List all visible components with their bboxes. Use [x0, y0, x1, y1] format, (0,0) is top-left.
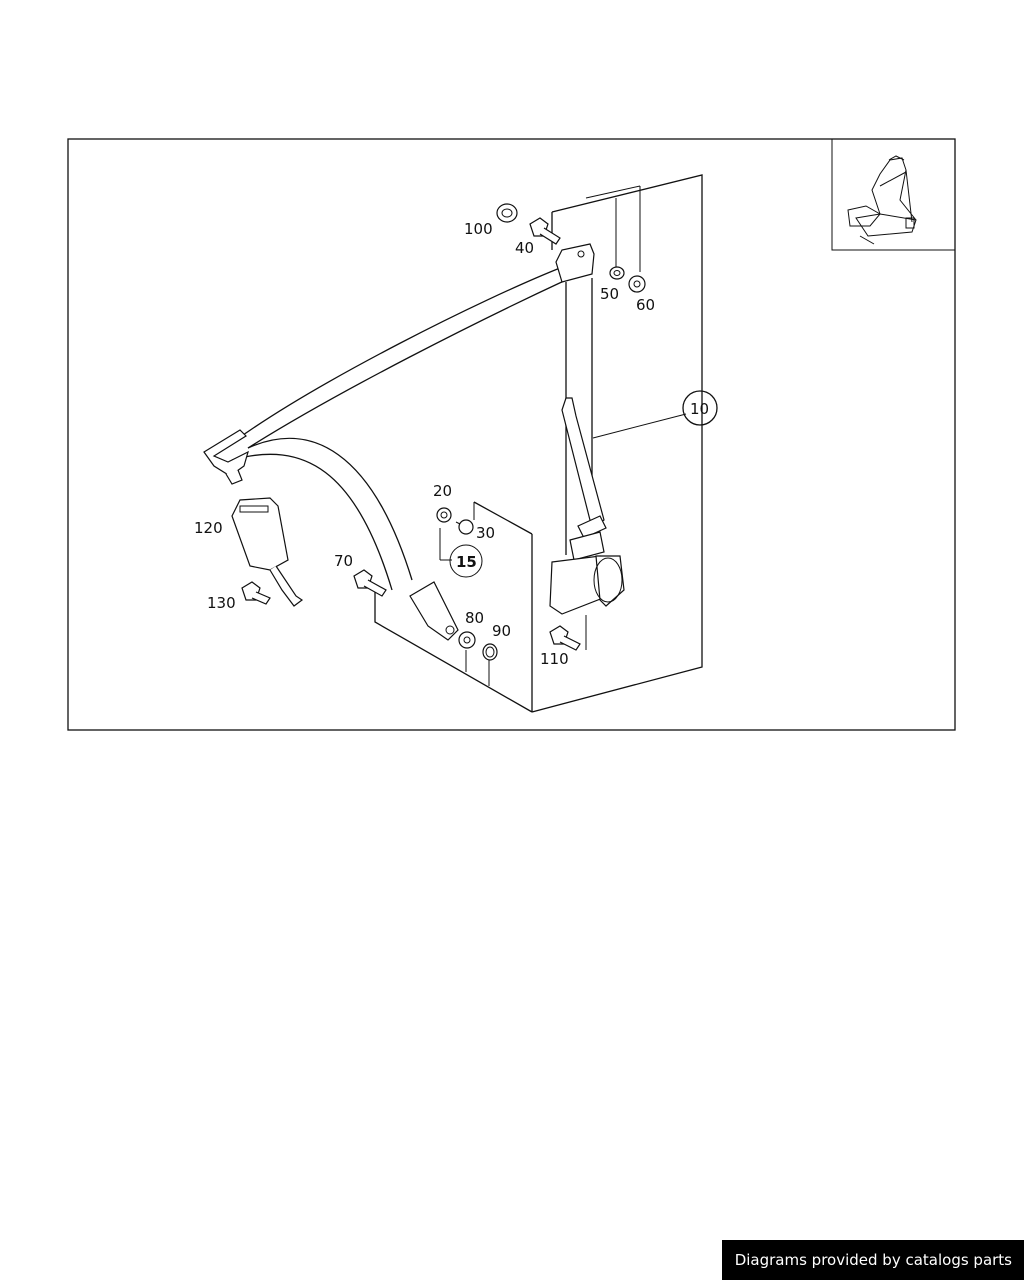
callout-30: 30 [476, 524, 495, 542]
bolt-part-110 [549, 625, 581, 651]
seat-with-belt-icon [831, 139, 955, 251]
callout-110: 110 [540, 650, 569, 668]
callout-20: 20 [433, 482, 452, 500]
callout-90: 90 [492, 622, 511, 640]
belt-retractor [549, 531, 625, 615]
bolt-part-40 [529, 217, 561, 245]
washer-part-50 [609, 266, 625, 280]
washer-part-80 [458, 631, 476, 649]
seat-belt-buckle [231, 497, 304, 607]
pillar-panel [374, 174, 703, 713]
belt-webbing [231, 267, 593, 591]
callout-40: 40 [515, 239, 534, 257]
belt-tongue-plate [203, 429, 249, 485]
bolt-part-70 [353, 569, 387, 597]
callout-70: 70 [334, 552, 353, 570]
nut-part-60 [628, 275, 646, 293]
callout-15: 15 [456, 553, 477, 571]
bolt-part-130 [241, 581, 271, 605]
callout-circle-15 [449, 544, 483, 578]
callout-100: 100 [464, 220, 493, 238]
belt-height-adjuster [561, 397, 607, 539]
callout-80: 80 [465, 609, 484, 627]
washer-part-90 [482, 643, 498, 661]
diagram-frame [67, 138, 956, 731]
nut-part-20 [436, 507, 452, 523]
callout-50: 50 [600, 285, 619, 303]
callout-130: 130 [207, 594, 236, 612]
callout-circle-10 [682, 390, 718, 426]
credit-footer: Diagrams provided by catalogs parts [721, 1240, 1024, 1280]
cap-part-30 [455, 519, 474, 535]
nut-part-100 [496, 203, 518, 223]
callout-60: 60 [636, 296, 655, 314]
callout-10: 10 [690, 400, 709, 418]
upper-belt-guide [555, 243, 595, 283]
callout-120: 120 [194, 519, 223, 537]
lower-anchor-plate [409, 581, 459, 641]
